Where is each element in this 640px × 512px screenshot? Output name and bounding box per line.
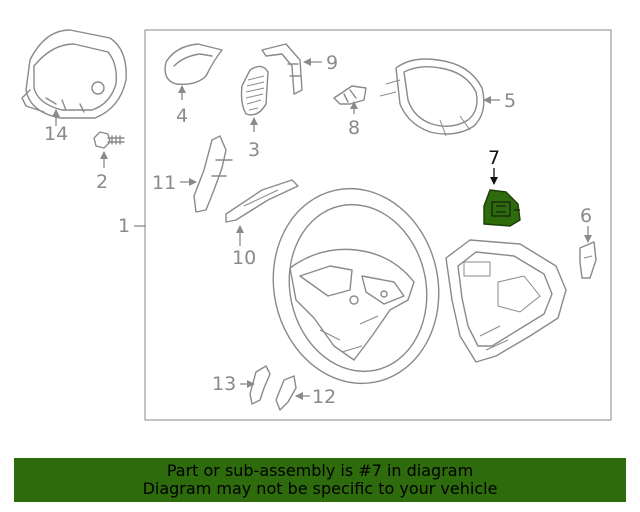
callout-7: 7 [488,147,500,169]
part-3-grille[interactable] [240,65,269,116]
part-5-wiring-harness[interactable] [379,58,485,137]
part-13-lower-trim[interactable] [249,365,271,405]
callout-2: 2 [96,171,108,193]
part-2-bolt[interactable] [93,131,125,149]
steering-wheel[interactable] [255,173,456,399]
callout-12: 12 [312,386,336,408]
part-10-trim-strip[interactable] [225,179,299,223]
callout-8: 8 [348,117,360,139]
part-9-bracket[interactable] [261,43,303,95]
callout-4: 4 [176,105,188,127]
callout-9: 9 [326,52,338,74]
part-4-cover[interactable] [164,43,223,86]
part-11-side-trim[interactable] [193,135,233,213]
callout-6: 6 [580,205,592,227]
assembly-frame [144,29,612,421]
part-12-lower-trim[interactable] [275,375,297,411]
part-8-clip[interactable] [333,85,367,105]
callout-10: 10 [232,247,256,269]
part-14-airbag[interactable] [21,29,127,119]
callout-13: 13 [212,373,236,395]
callout-14: 14 [44,123,68,145]
callout-1: 1 [118,215,130,237]
part-rear-cover[interactable] [445,239,567,363]
banner-line-1: Part or sub-assembly is #7 in diagram [166,461,474,480]
callout-5: 5 [504,90,516,112]
callout-3: 3 [248,139,260,161]
part-7-switch[interactable] [483,189,521,227]
part-6-clip[interactable] [579,241,597,279]
banner-line-2: Diagram may not be specific to your vehi… [142,479,498,498]
fitment-notice-banner: Part or sub-assembly is #7 in diagram Di… [14,458,626,502]
callout-11: 11 [152,172,176,194]
